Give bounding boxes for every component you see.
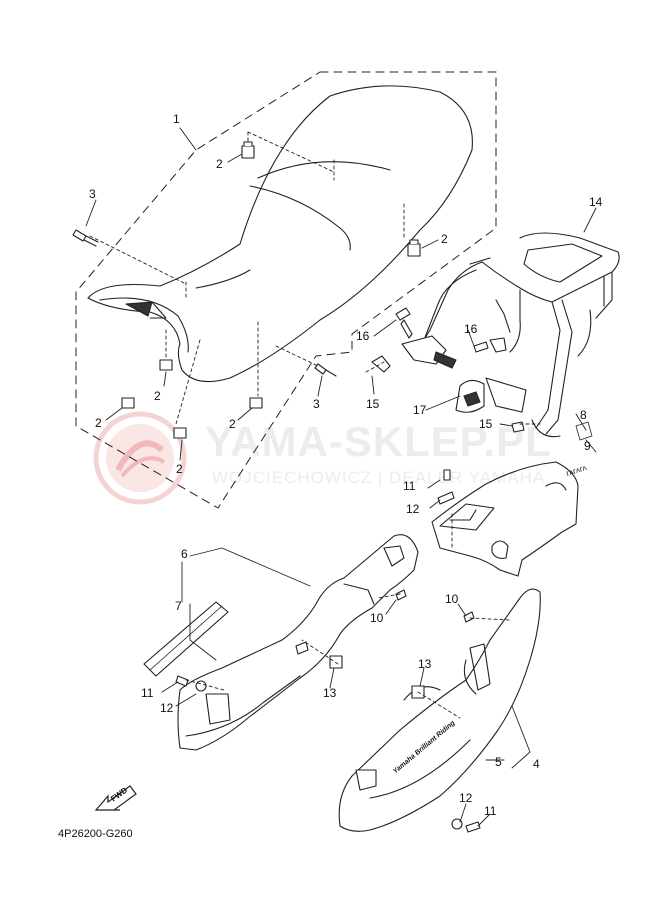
watermark-brand: YAMA-SKLEP.PL xyxy=(205,418,552,465)
carrier-brackets xyxy=(371,307,527,433)
callout-2: 2 xyxy=(176,462,183,476)
callout-4: 4 xyxy=(533,757,540,771)
drawing-code: 4P26200-G260 xyxy=(58,828,133,840)
callout-11: 11 xyxy=(141,686,154,700)
callout-16: 16 xyxy=(464,322,478,336)
callout-15: 15 xyxy=(479,417,493,431)
callout-2: 2 xyxy=(229,417,236,431)
watermark-logo xyxy=(93,411,187,505)
decal-8-9-bracket xyxy=(575,421,593,441)
lower-fasteners xyxy=(175,589,481,833)
watermark-dealer: WOJCIECHOWICZ | DEALER YAMAHA xyxy=(212,468,546,487)
seat-mount-lines xyxy=(89,131,405,425)
callout-9: 9 xyxy=(584,439,591,453)
seat-assembly-outline xyxy=(75,71,497,509)
callout-1: 1 xyxy=(173,112,180,126)
callout-3: 3 xyxy=(89,187,96,201)
callout-6: 6 xyxy=(181,547,188,561)
callout-16: 16 xyxy=(356,329,370,343)
callout-2: 2 xyxy=(216,157,223,171)
callout-2: 2 xyxy=(95,416,102,430)
callout-10: 10 xyxy=(445,592,459,606)
callout-14: 14 xyxy=(589,195,603,209)
callout-15: 15 xyxy=(366,397,380,411)
callout-13: 13 xyxy=(323,686,337,700)
callout-10: 10 xyxy=(370,611,384,625)
callout-13: 13 xyxy=(418,657,432,671)
sticker xyxy=(143,601,229,677)
callout-2: 2 xyxy=(441,232,448,246)
left-side-cover xyxy=(177,534,419,751)
rear-cowl-upper xyxy=(431,461,579,577)
right-side-cover xyxy=(338,588,541,832)
callout-11: 11 xyxy=(403,479,416,493)
sticker-stripes xyxy=(149,605,223,671)
callout-17: 17 xyxy=(413,403,427,417)
leader-lines xyxy=(85,127,597,827)
callout-8: 8 xyxy=(580,408,587,422)
callout-2: 2 xyxy=(154,389,161,403)
lower-dashed-lines xyxy=(185,361,541,719)
callout-12: 12 xyxy=(459,791,473,805)
callout-7: 7 xyxy=(175,599,182,613)
seat xyxy=(87,85,473,383)
seat-damper-parts xyxy=(121,141,421,439)
seat-bolts xyxy=(72,229,337,377)
callout-5: 5 xyxy=(495,755,502,769)
callout-12: 12 xyxy=(406,502,420,516)
callout-11: 11 xyxy=(484,804,497,818)
callout-3: 3 xyxy=(313,397,320,411)
callout-12: 12 xyxy=(160,701,174,715)
forward-arrow-icon xyxy=(94,785,137,811)
